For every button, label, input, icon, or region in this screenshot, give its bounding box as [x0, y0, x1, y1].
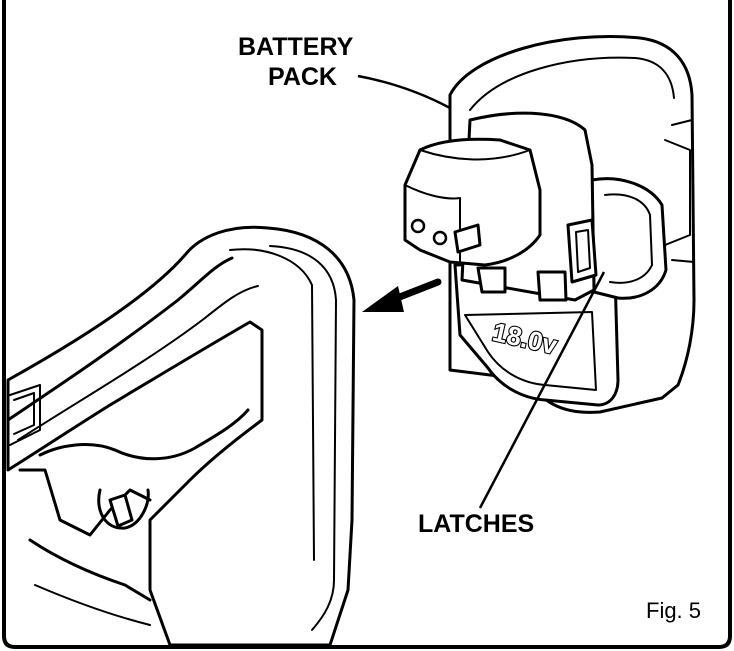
trigger-guard [97, 488, 150, 530]
battery-terminal-contact-1 [410, 218, 426, 234]
callout-battery-pack: BATTERY PACK [238, 33, 451, 110]
grip-top-contour-2 [17, 285, 259, 441]
battery-terminal-contact-2 [432, 230, 448, 246]
callout-battery-pack-line1: BATTERY [238, 33, 354, 61]
handle-left-detail-2 [13, 392, 35, 435]
grip-finger-notch [18, 468, 152, 537]
battery-side-rib [664, 139, 691, 246]
tool-handle [6, 225, 356, 647]
grip-bottom-line-2 [34, 584, 151, 626]
battery-base-tab-right [536, 270, 568, 302]
battery-latch-shoulder-inner [604, 193, 653, 284]
battery-latch-button-inner [575, 229, 591, 273]
handle-collar-inner [229, 248, 315, 561]
battery-terminal-slot [453, 223, 482, 254]
battery-terminal-face [404, 184, 461, 263]
battery-side-notch [671, 119, 695, 263]
leader-line-battery-pack [357, 74, 451, 110]
battery-latch-button [566, 218, 598, 284]
grip-bottom-line [28, 538, 152, 602]
battery-base-tab-left [476, 266, 507, 294]
callout-battery-pack-line2: PACK [268, 63, 337, 91]
handle-outline [6, 225, 356, 647]
trigger [108, 493, 134, 528]
battery-terminal-top [419, 149, 531, 161]
callout-latches: LATCHES [418, 271, 606, 538]
handle-collar-rim [269, 245, 337, 631]
grip-lower-body [38, 408, 250, 461]
grip-top-contour [6, 256, 234, 422]
figure-caption: Fig. 5 [646, 598, 701, 623]
callout-latches-label: LATCHES [418, 510, 534, 538]
leader-line-latches [478, 271, 606, 509]
battery-label-area [464, 311, 597, 391]
battery-pack: 18.0v [403, 35, 696, 414]
insertion-direction-arrow [362, 278, 442, 312]
battery-top-curve [469, 56, 675, 111]
handle-left-detail [9, 384, 41, 446]
